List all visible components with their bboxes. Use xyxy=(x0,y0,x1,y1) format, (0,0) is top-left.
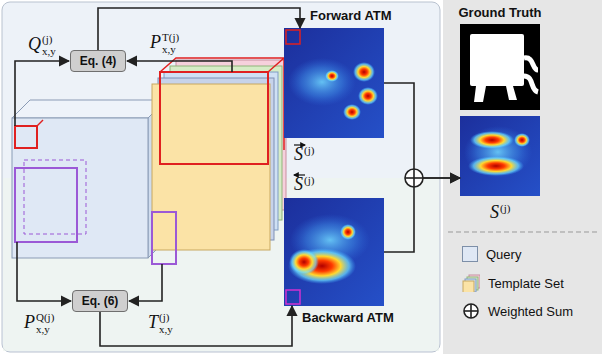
legend-text: Weighted Sum xyxy=(488,304,573,319)
superscript: T(j) xyxy=(162,32,179,43)
legend-row: Weighted Sum xyxy=(462,302,573,320)
heatmap-frame: Backward ATMS(j) xyxy=(284,198,384,306)
flow-arrow xyxy=(384,178,460,252)
subscript: x,y xyxy=(159,324,173,335)
equation-box: Eq. (4) xyxy=(70,50,126,72)
legend-row: Template Set xyxy=(462,274,564,292)
backward-heatmap xyxy=(284,198,384,306)
symbol-text: T xyxy=(148,312,158,332)
math-label: S(j) xyxy=(294,168,314,194)
query-cube xyxy=(12,100,166,258)
side-panel xyxy=(443,0,602,354)
symbol-text: Q xyxy=(28,34,41,54)
legend-symbol xyxy=(462,274,480,292)
template-set xyxy=(152,60,286,250)
legend-row: Query xyxy=(462,246,521,262)
heatmap-frame: Ground Truth xyxy=(460,24,540,110)
separator xyxy=(448,232,598,233)
math-label: S(j) xyxy=(294,138,314,164)
forward-heatmap xyxy=(284,28,384,138)
subscript: x,y xyxy=(162,44,179,55)
math-label: Q(j)x,y xyxy=(28,28,56,57)
subscript: x,y xyxy=(42,46,56,57)
ground-truth-mask xyxy=(460,24,540,110)
fused-heatmap xyxy=(460,116,540,196)
math-label: S(j) xyxy=(490,196,510,222)
superscript: (j) xyxy=(500,203,510,214)
symbol-text: S xyxy=(294,174,303,194)
math-label: PQ(j)x,y xyxy=(24,306,54,335)
equation-box: Eq. (6) xyxy=(72,290,128,312)
flow-arrow xyxy=(384,83,460,178)
symbol-text: P xyxy=(150,32,161,52)
symbol-text: S xyxy=(490,202,499,222)
patch-windows xyxy=(15,58,284,264)
panel-title: Backward ATM xyxy=(302,310,394,326)
legend-swatch xyxy=(462,246,478,262)
legend-symbol xyxy=(462,302,480,320)
superscript: (j) xyxy=(159,312,173,323)
heatmap-frame: Forward ATMS(j) xyxy=(284,28,384,138)
legend-text: Template Set xyxy=(488,276,564,291)
legend-text: Query xyxy=(486,247,521,262)
equation-text: Eq. (4) xyxy=(80,54,117,68)
math-label: T(j)x,y xyxy=(148,306,173,335)
superscript: (j) xyxy=(42,34,56,45)
weighted-sum-symbol xyxy=(405,169,423,187)
backward-band xyxy=(3,178,439,351)
math-label: PT(j)x,y xyxy=(150,26,179,55)
superscript: (j) xyxy=(304,175,314,186)
flow-arrow xyxy=(98,8,300,50)
superscript: Q(j) xyxy=(36,312,54,323)
flow-arrow xyxy=(100,306,292,346)
superscript: (j) xyxy=(304,145,314,156)
symbol-text: P xyxy=(24,312,35,332)
heatmap-frame: S(j) xyxy=(460,116,540,196)
symbol-text: S xyxy=(294,144,303,164)
subscript: x,y xyxy=(36,324,54,335)
panel-title: Ground Truth xyxy=(458,5,541,21)
main-panel xyxy=(2,2,440,352)
input-wires xyxy=(15,61,232,301)
panel-title: Forward ATM xyxy=(310,8,392,24)
equation-text: Eq. (6) xyxy=(82,294,119,308)
